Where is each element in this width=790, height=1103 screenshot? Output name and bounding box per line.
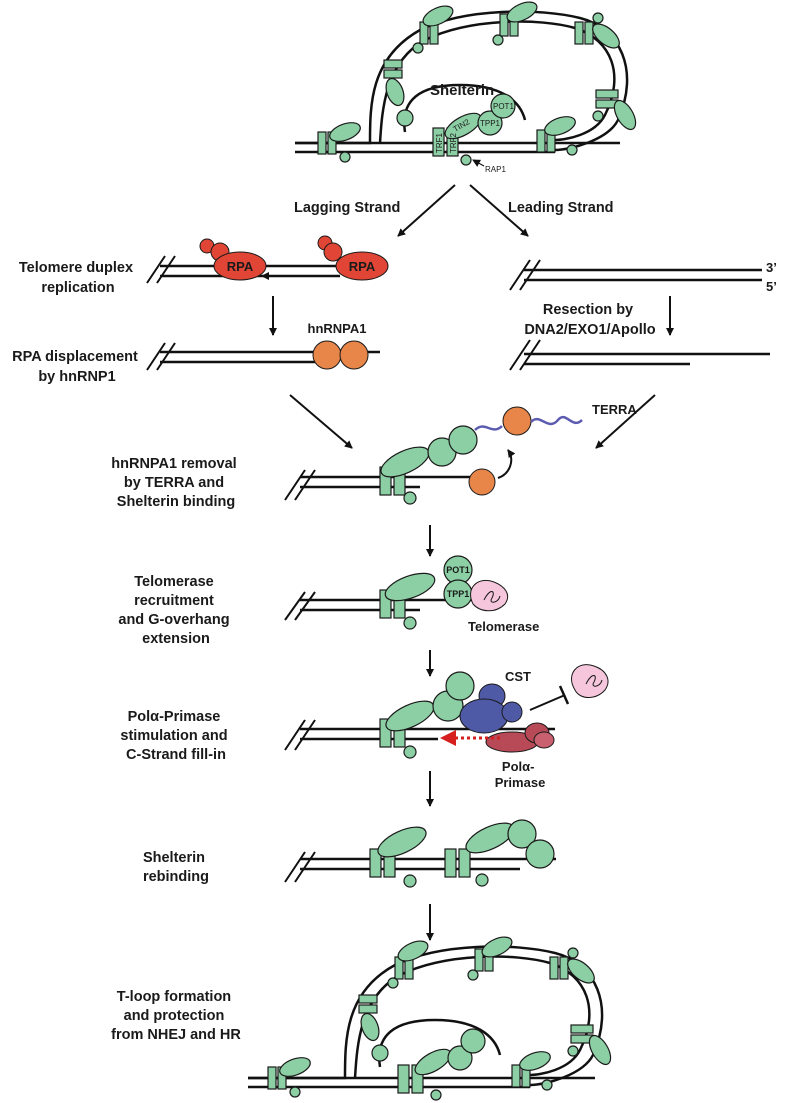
- bottom-tloop: [248, 936, 612, 1101]
- loop-shelterin-left: [317, 122, 361, 163]
- rpa-2: RPA: [317, 235, 389, 281]
- bottom-shelterin-right: [511, 1051, 553, 1091]
- trf1-small-label: TRF1: [435, 132, 444, 153]
- loop-shelterin-1: [412, 5, 454, 54]
- step-4-label: Telomerase recruitment and G-overhang ex…: [118, 574, 233, 647]
- branch-arrows: Lagging Strand Leading Strand: [294, 184, 614, 237]
- pol-primase-step: CST Polα- Primase: [284, 664, 609, 790]
- bottom-shelterin-4: [567, 1024, 612, 1066]
- rpa-1-label: RPA: [227, 259, 254, 274]
- five-prime-end: 5’: [766, 279, 777, 294]
- leading-duplex: 3’ 5’: [509, 259, 777, 294]
- lagging-strand-label: Lagging Strand: [294, 200, 400, 216]
- bottom-shelterin-center: [397, 1028, 486, 1101]
- bottom-shelterin-3: [549, 947, 595, 984]
- bottom-shelterin-2: [467, 936, 513, 981]
- step-labels: Telomere duplex replication RPA displace…: [12, 260, 241, 1043]
- shelterin-rebinding: [284, 819, 556, 888]
- step-2-label: RPA displacement by hnRNP1: [12, 349, 142, 385]
- central-shelterin-complex: Shelterin POT1 TIN2 TPP1 TRF1 TRF2 RAP1: [430, 82, 516, 174]
- terra-label: TERRA: [592, 402, 637, 417]
- three-prime-end: 3’: [766, 260, 777, 275]
- rap1-small-label: RAP1: [485, 165, 506, 174]
- step-7-label: T-loop formation and protection from NHE…: [111, 989, 241, 1043]
- step-1-label: Telomere duplex replication: [19, 260, 137, 296]
- pot1-label: POT1: [446, 565, 470, 575]
- terra-step: TERRA: [284, 402, 637, 505]
- top-tloop: Shelterin POT1 TIN2 TPP1 TRF1 TRF2 RAP1: [295, 1, 637, 174]
- resected-duplex: [509, 339, 770, 371]
- tpp1-label: TPP1: [447, 589, 470, 599]
- tpp1-small-label: TPP1: [480, 119, 501, 128]
- rpa-1: RPA: [199, 238, 267, 281]
- leading-strand-label: Leading Strand: [508, 200, 614, 216]
- hnrnpa1-label: hnRNPA1: [308, 321, 367, 336]
- shelterin-title: Shelterin: [430, 82, 494, 99]
- loop-shelterin-2: [492, 1, 538, 46]
- step-6-label: Shelterin rebinding: [143, 850, 209, 885]
- loop-shelterin-5: [383, 59, 414, 127]
- bottom-shelterin-left: [267, 1057, 311, 1098]
- arrow-converge-right: [595, 394, 656, 449]
- telomerase-step: POT1 TPP1 Telomerase: [284, 555, 539, 634]
- step-3-label: hnRNPA1 removal by TERRA and Shelterin b…: [111, 456, 240, 510]
- resection-label: Resection by DNA2/EXO1/Apollo: [524, 302, 655, 338]
- cst-label: CST: [505, 669, 531, 684]
- telomerase-label: Telomerase: [468, 619, 539, 634]
- step-5-label: Polα-Primase stimulation and C-Strand fi…: [120, 709, 231, 763]
- pol-primase-label: Polα- Primase: [495, 759, 546, 790]
- loop-shelterin-3: [574, 12, 620, 49]
- bottom-shelterin-1: [387, 940, 429, 989]
- rpa-2-label: RPA: [349, 259, 376, 274]
- bottom-shelterin-5: [358, 994, 389, 1062]
- loop-shelterin-4: [592, 89, 637, 131]
- pot1-small-label: POT1: [493, 102, 514, 111]
- trf2-small-label: TRF2: [449, 132, 458, 153]
- hnrnpa1-duplex: hnRNPA1: [146, 321, 380, 371]
- loop-shelterin-right: [536, 116, 578, 156]
- arrow-converge-left: [289, 394, 353, 449]
- lagging-duplex: RPA RPA: [146, 235, 389, 284]
